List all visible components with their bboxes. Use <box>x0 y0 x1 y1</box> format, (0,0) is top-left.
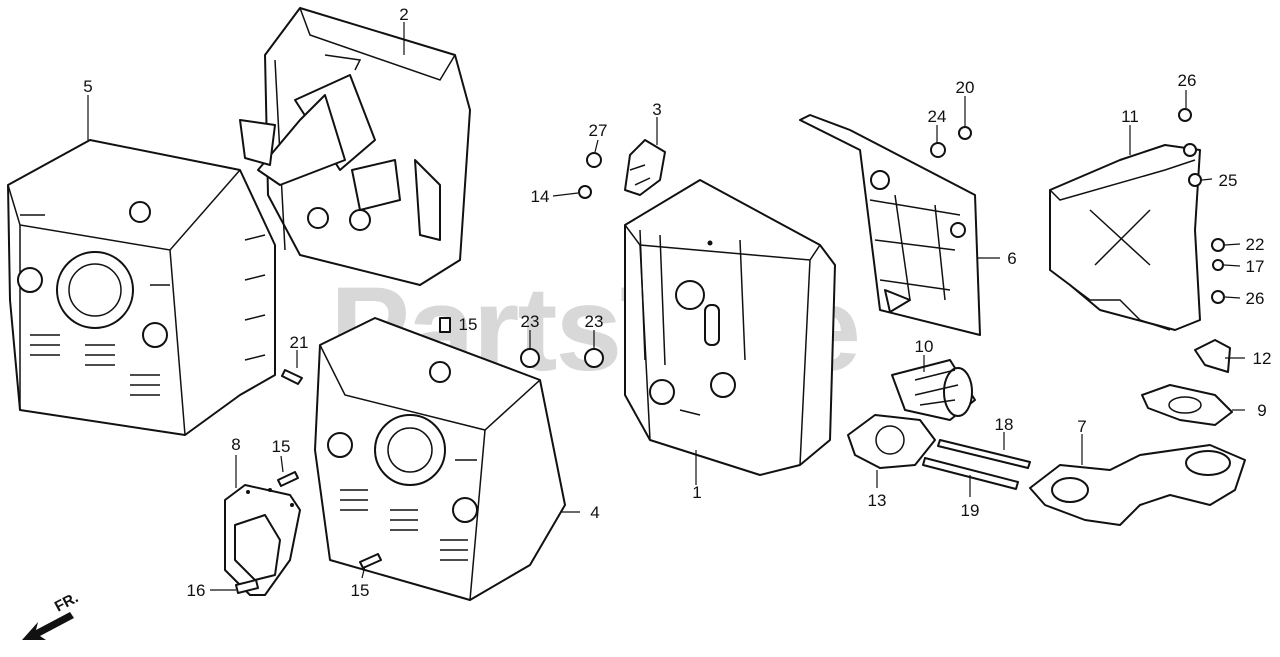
part-26-bolt-lower[interactable] <box>1211 290 1225 304</box>
part-17-washer[interactable] <box>1212 259 1224 271</box>
callout-8: 8 <box>231 435 240 454</box>
part-19-stud[interactable] <box>922 457 1019 490</box>
part-27-nut[interactable] <box>586 152 602 168</box>
callout-15-b: 15 <box>272 437 291 456</box>
callout-15-c: 15 <box>351 581 370 600</box>
part-7-exhaust-elbow[interactable] <box>1029 444 1246 526</box>
callout-23-b: 23 <box>585 312 604 331</box>
callout-17: 17 <box>1246 257 1265 276</box>
callout-18: 18 <box>995 415 1014 434</box>
part-25-bolt[interactable] <box>1188 173 1202 187</box>
part-10-spark-arrester[interactable] <box>891 359 976 421</box>
callout-6: 6 <box>1007 249 1016 268</box>
callout-9: 9 <box>1257 401 1266 420</box>
callout-12: 12 <box>1253 349 1272 368</box>
part-14-bolt[interactable] <box>578 185 592 199</box>
callout-14: 14 <box>531 187 550 206</box>
callout-11: 11 <box>1121 107 1139 126</box>
part-20-bolt[interactable] <box>958 126 972 140</box>
part-23-nut-right[interactable] <box>584 348 604 368</box>
part-12-bracket[interactable] <box>1194 339 1231 373</box>
part-3-bracket[interactable] <box>624 139 666 196</box>
part-22-nut[interactable] <box>1211 238 1225 252</box>
callout-19: 19 <box>961 501 980 520</box>
part-1-muffler[interactable] <box>624 179 836 476</box>
part-23-nut-left[interactable] <box>520 348 540 368</box>
part-18-stud[interactable] <box>937 439 1031 469</box>
front-arrow-icon <box>22 612 74 640</box>
callout-26-a: 26 <box>1178 71 1197 90</box>
callout-10: 10 <box>915 337 934 356</box>
fasteners <box>235 108 1225 594</box>
part-13-gasket[interactable] <box>847 414 936 469</box>
part-15-bolt-top[interactable] <box>439 317 451 333</box>
part-4-muffler-protector[interactable] <box>314 317 566 601</box>
callout-4: 4 <box>590 503 599 522</box>
part-5-muffler-protector[interactable] <box>7 139 276 436</box>
part-11-exhaust-cover[interactable] <box>1049 143 1201 331</box>
part-15-bolt-bottom[interactable] <box>359 553 382 569</box>
callout-1: 1 <box>692 483 701 502</box>
part-21-bolt[interactable] <box>281 369 303 385</box>
callout-22: 22 <box>1246 235 1265 254</box>
callout-13: 13 <box>868 491 887 510</box>
front-label: FR. <box>52 589 81 615</box>
callout-20: 20 <box>956 78 975 97</box>
callout-2: 2 <box>399 5 408 24</box>
callout-3: 3 <box>652 100 661 119</box>
callout-21: 21 <box>290 333 309 352</box>
part-24-nut[interactable] <box>930 142 946 158</box>
leader-lines <box>87 22 1245 591</box>
callout-23-a: 23 <box>521 312 540 331</box>
part-16-bolt[interactable] <box>235 579 259 594</box>
front-direction-indicator: FR. <box>22 589 81 640</box>
callout-26-b: 26 <box>1246 289 1265 308</box>
callout-labels: 1 2 3 4 5 6 7 8 9 10 11 12 13 14 15 15 1… <box>83 5 1272 600</box>
callout-5: 5 <box>83 77 92 96</box>
part-2-muffler-body[interactable] <box>239 7 471 286</box>
part-15-bolt-mid[interactable] <box>277 471 299 487</box>
part-6-heat-shield[interactable] <box>799 114 981 336</box>
callout-27: 27 <box>589 121 608 140</box>
callout-16: 16 <box>187 581 206 600</box>
callout-24: 24 <box>928 107 947 126</box>
part-8-exhaust-cap[interactable] <box>224 484 301 596</box>
part-9-gasket[interactable] <box>1141 384 1233 426</box>
part-26-bolt-top[interactable] <box>1178 108 1192 122</box>
callout-25: 25 <box>1219 171 1238 190</box>
callout-7: 7 <box>1077 417 1086 436</box>
callout-15-a: 15 <box>459 315 478 334</box>
